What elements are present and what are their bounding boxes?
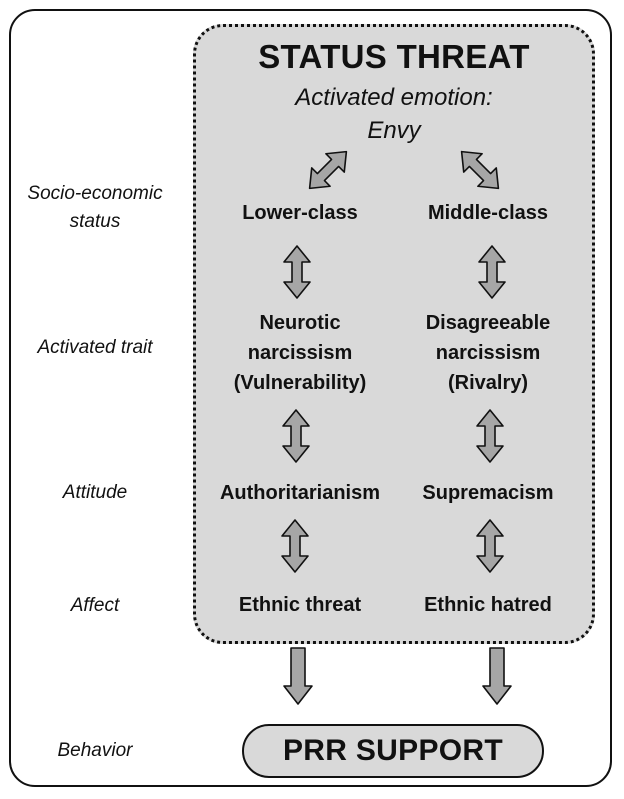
node-neurotic-narcissism: Neurotic narcissism (Vulnerability) xyxy=(200,308,400,398)
double-arrow-authoritarianism-threat xyxy=(281,519,309,573)
double-arrow-emotion-lower xyxy=(299,141,357,199)
node-neurotic-line3: (Vulnerability) xyxy=(233,372,367,394)
panel-title: STATUS THREAT xyxy=(258,38,530,75)
node-lower-class: Lower-class xyxy=(242,202,358,224)
double-arrow-emotion-middle xyxy=(451,141,509,199)
row-label-status: Socio-economic status xyxy=(0,180,190,236)
node-supremacism: Supremacism xyxy=(422,482,554,504)
node-neurotic-line2: narcissism xyxy=(247,342,353,364)
double-arrow-lower-neurotic xyxy=(283,245,311,299)
node-disagreeable-narcissism: Disagreeable narcissism (Rivalry) xyxy=(388,308,588,398)
double-arrow-disagreeable-supremacism xyxy=(476,409,504,463)
double-arrow-supremacism-hatred xyxy=(476,519,504,573)
down-arrow-hatred-prr xyxy=(482,647,512,705)
down-arrow-threat-prr xyxy=(283,647,313,705)
node-neurotic-line1: Neurotic xyxy=(259,312,341,334)
row-label-status-line2: status xyxy=(69,211,121,232)
node-authoritarianism: Authoritarianism xyxy=(219,482,381,504)
status-threat-panel xyxy=(193,24,595,644)
node-middle-class: Middle-class xyxy=(427,202,549,224)
node-ethnic-threat: Ethnic threat xyxy=(238,594,362,616)
node-disagreeable-line1: Disagreeable xyxy=(425,312,551,334)
double-arrow-neurotic-authoritarianism xyxy=(282,409,310,463)
row-label-affect: Affect xyxy=(70,595,120,616)
prr-support-label: PRR SUPPORT xyxy=(283,734,503,767)
double-arrow-middle-disagreeable xyxy=(478,245,506,299)
prr-support-box: PRR SUPPORT xyxy=(242,724,544,778)
row-label-behavior: Behavior xyxy=(57,740,133,761)
node-ethnic-hatred: Ethnic hatred xyxy=(424,594,552,616)
row-label-trait: Activated trait xyxy=(37,337,153,358)
emotion-value: Envy xyxy=(367,117,421,144)
emotion-label: Activated emotion: xyxy=(295,84,493,111)
outer-frame xyxy=(9,9,612,787)
node-disagreeable-line3: (Rivalry) xyxy=(447,372,529,394)
node-disagreeable-line2: narcissism xyxy=(435,342,541,364)
row-label-attitude: Attitude xyxy=(62,482,128,503)
row-label-status-line1: Socio-economic xyxy=(27,183,163,204)
